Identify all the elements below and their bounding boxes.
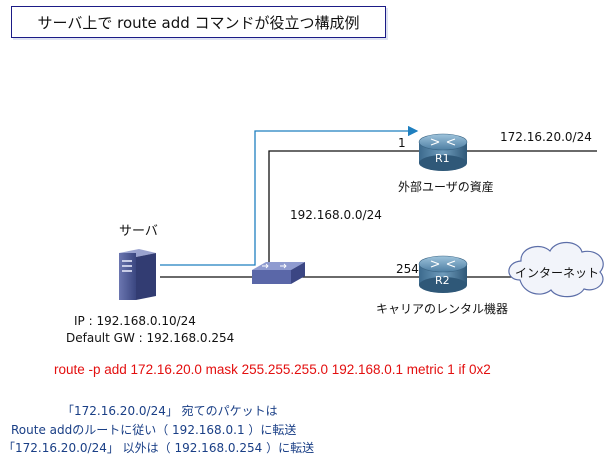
lan-network-label: 192.168.0.0/24 [290, 208, 382, 222]
internet-cloud-icon [508, 241, 604, 298]
note-line-1: 「172.16.20.0/24」 宛てのパケットは [62, 404, 278, 418]
server-label: サーバ [119, 224, 158, 239]
internet-label: インターネット [515, 266, 600, 280]
network-links [160, 150, 597, 278]
router-r2-icon [418, 255, 468, 293]
remote-network-label: 172.16.20.0/24 [500, 130, 592, 144]
route-add-command: route -p add 172.16.20.0 mask 255.255.25… [54, 362, 491, 377]
route-path-arrow [160, 125, 419, 266]
switch-icon [252, 262, 305, 284]
server-ip: IP : 192.168.0.10/24 [74, 314, 196, 328]
router-r2-port: 254 [396, 262, 419, 276]
router-r1-caption: 外部ユーザの資産 [398, 180, 494, 194]
router-r2-name: R2 [435, 274, 450, 287]
link-switch-r1 [268, 150, 425, 262]
note-line-3: 「172.16.20.0/24」 以外は（ 192.168.0.254 ）に転送 [3, 441, 315, 455]
diagram-title: サーバ上で route add コマンドが役立つ構成例 [11, 6, 386, 38]
router-r2-caption: キャリアのレンタル機器 [376, 302, 509, 316]
router-r1-icon [418, 133, 468, 171]
router-r1-port: 1 [398, 136, 406, 150]
note-line-2: Route addのルートに従い（ 192.168.0.1 ）に転送 [11, 423, 297, 437]
server-gateway: Default GW : 192.168.0.254 [66, 331, 235, 345]
diagram-title-text: サーバ上で route add コマンドが役立つ構成例 [37, 13, 360, 32]
router-r1-name: R1 [435, 152, 450, 165]
server-icon [119, 249, 156, 300]
